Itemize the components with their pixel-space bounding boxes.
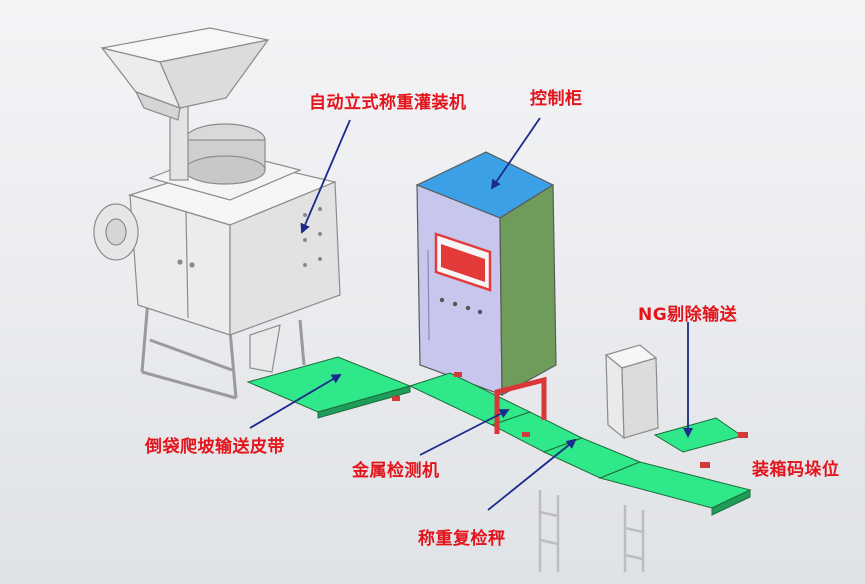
arrow-metal-detector [419, 409, 510, 456]
arrow-checkweigher [487, 438, 577, 511]
ng-reject-unit [604, 344, 659, 440]
arrow-incline-belt [249, 373, 342, 429]
metal-detector [494, 376, 547, 434]
label-checkweigher: 称重复检秤 [418, 529, 506, 549]
arrow-filling-machine [300, 119, 351, 234]
label-packing-station: 装箱码垛位 [752, 460, 840, 480]
callout-arrows [249, 117, 693, 511]
label-metal-detector: 金属检测机 [352, 461, 440, 481]
control-cabinet [415, 151, 557, 397]
label-ng-reject-conveyor: NG剔除输送 [638, 305, 738, 325]
label-filling-machine: 自动立式称重灌装机 [309, 93, 467, 113]
label-incline-belt: 倒袋爬坡输送皮带 [145, 437, 285, 457]
support-stands [538, 490, 645, 572]
filling-machine [93, 27, 341, 400]
arrow-control-cabinet [490, 117, 541, 190]
label-control-cabinet: 控制柜 [530, 89, 583, 109]
